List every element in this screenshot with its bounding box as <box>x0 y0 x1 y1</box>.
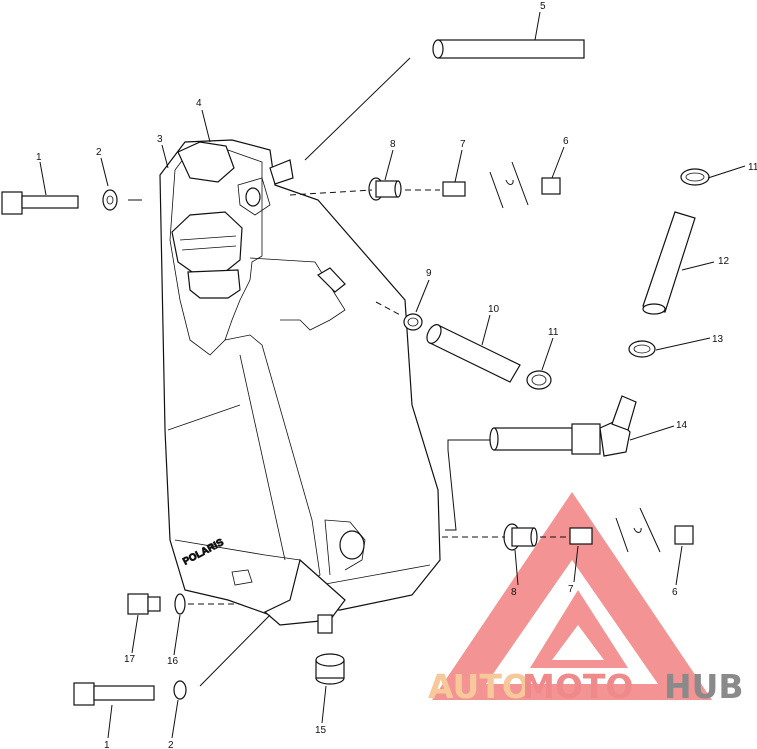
bolt-lower <box>73 682 155 706</box>
clamp-9 <box>403 313 423 331</box>
spacer-upper <box>442 181 466 197</box>
callout-9: 9 <box>426 268 432 279</box>
callout-4: 4 <box>196 98 202 109</box>
callout-3: 3 <box>157 134 163 145</box>
hose-5 <box>432 39 585 59</box>
filler-cap <box>171 141 243 299</box>
callout-12: 12 <box>718 256 730 267</box>
callout-17: 17 <box>124 654 136 665</box>
callout-1-upper: 1 <box>36 152 42 163</box>
hose-12 <box>642 211 696 315</box>
nut-upper <box>541 177 561 195</box>
callout-7-upper: 7 <box>460 139 466 150</box>
callout-11-upper: 11 <box>748 162 757 173</box>
washer-upper <box>102 189 118 211</box>
callout-16: 16 <box>167 656 179 667</box>
bolt-upper <box>1 191 79 215</box>
callout-11-lower: 11 <box>548 327 559 338</box>
callout-6-upper: 6 <box>563 136 569 147</box>
callout-8-lower: 8 <box>511 587 517 598</box>
spacer-lower <box>569 527 593 545</box>
callout-6-lower: 6 <box>672 587 678 598</box>
grommet-upper <box>368 177 402 201</box>
callout-8-upper: 8 <box>390 139 396 150</box>
callout-7-lower: 7 <box>568 584 574 595</box>
washer-16 <box>174 593 186 615</box>
grommet-15 <box>315 653 345 685</box>
callout-10: 10 <box>488 304 500 315</box>
washer-lower <box>173 680 187 700</box>
drain-plug <box>127 593 161 615</box>
watermark-moto: MOTO <box>522 667 633 706</box>
watermark-auto: AUTO <box>428 667 530 706</box>
hose-10 <box>426 324 521 383</box>
grommet-lower <box>503 523 538 551</box>
elbow-fitting <box>489 395 637 457</box>
callout-13: 13 <box>712 334 724 345</box>
callout-labels: 1 2 3 4 5 6 7 8 9 10 11 11 12 13 14 6 7 … <box>36 1 757 749</box>
callout-2-lower: 2 <box>168 740 174 749</box>
watermark-hub: HUB <box>664 667 744 706</box>
nut-lower <box>674 525 694 545</box>
callout-5: 5 <box>540 1 546 12</box>
callout-2-upper: 2 <box>96 147 102 158</box>
clamp-lower <box>526 370 552 390</box>
callout-15: 15 <box>315 725 327 736</box>
callout-14: 14 <box>676 420 688 431</box>
watermark-logo <box>432 492 712 700</box>
watermark-text: AUTO MOTO HUB <box>428 667 744 706</box>
clamp-13 <box>628 340 656 358</box>
callout-1-lower: 1 <box>104 740 110 749</box>
leader-lines <box>39 11 746 739</box>
clamp-upper <box>680 168 710 186</box>
